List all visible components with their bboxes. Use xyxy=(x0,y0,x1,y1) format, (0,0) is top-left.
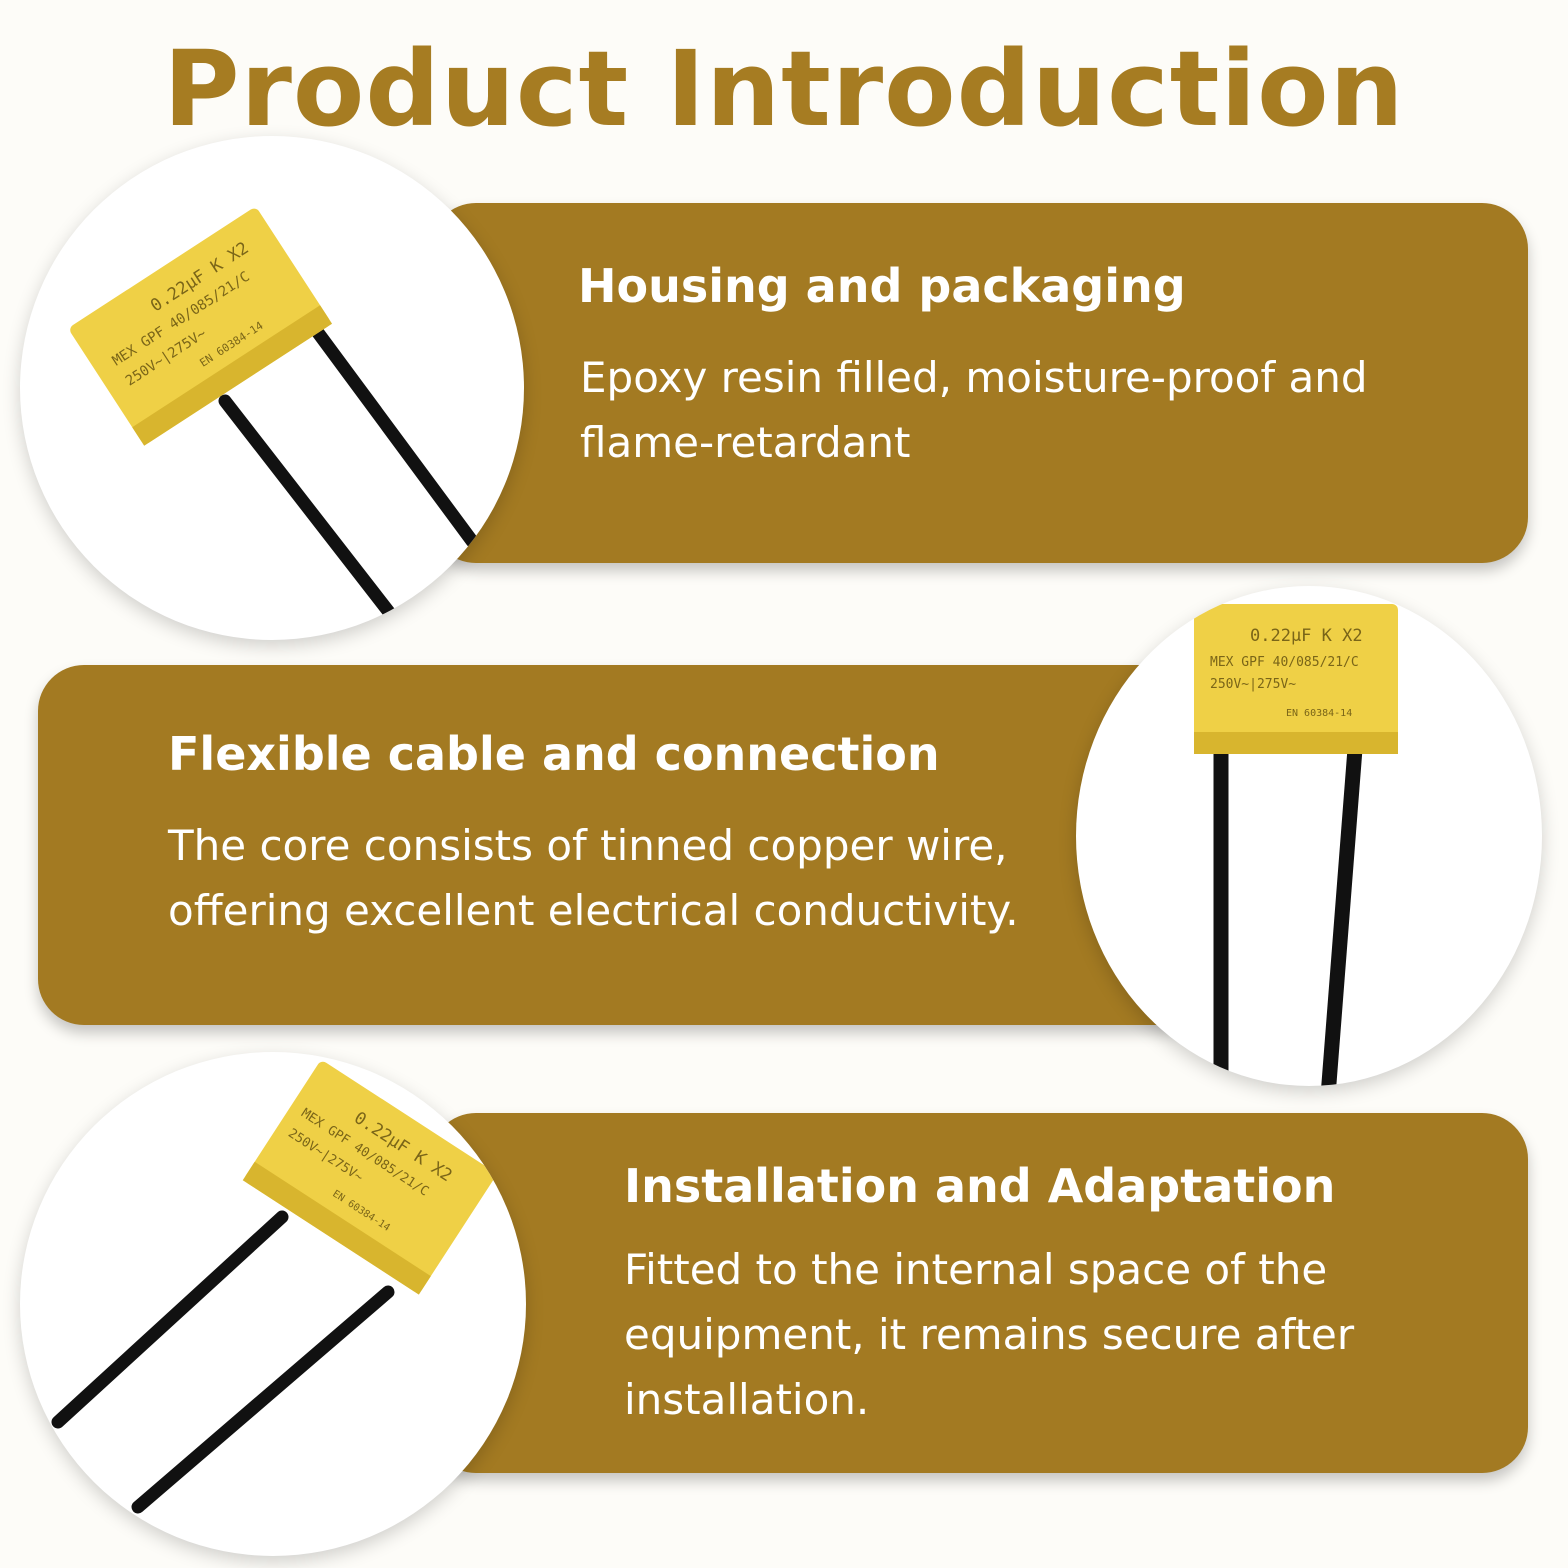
feature-panel-installation: Installation and Adaptation Fitted to th… xyxy=(430,1113,1528,1473)
capacitor-print-text: 250V~|275V~ xyxy=(1210,677,1296,692)
capacitor-photo-upright: 0.22µF K X2 MEX GPF 40/085/21/C 250V~|27… xyxy=(1076,586,1542,1086)
feature-heading: Housing and packaging xyxy=(578,259,1186,313)
feature-heading: Flexible cable and connection xyxy=(168,727,940,781)
capacitor-print-text: 0.22µF K X2 xyxy=(1250,626,1363,646)
feature-heading: Installation and Adaptation xyxy=(624,1159,1336,1213)
page-title: Product Introduction xyxy=(163,28,1405,150)
capacitor-photo-angled: 0.22µF K X2 MEX GPF 40/085/21/C 250V~|27… xyxy=(20,1052,526,1556)
feature-description: Epoxy resin filled, moisture-proof and f… xyxy=(580,353,1368,467)
feature-description: The core consists of tinned copper wire,… xyxy=(168,821,1019,935)
capacitor-print-text: MEX GPF 40/085/21/C xyxy=(1210,655,1359,670)
capacitor-photo-tilted: 0.22µF K X2 MEX GPF 40/085/21/C 250V~|27… xyxy=(20,136,524,640)
feature-panel-cable: Flexible cable and connection The core c… xyxy=(38,665,1210,1025)
capacitor-print-text: EN 60384-14 xyxy=(1286,708,1352,719)
feature-description: Fitted to the internal space of the equi… xyxy=(624,1245,1355,1424)
feature-panel-housing: Housing and packaging Epoxy resin filled… xyxy=(430,203,1528,563)
